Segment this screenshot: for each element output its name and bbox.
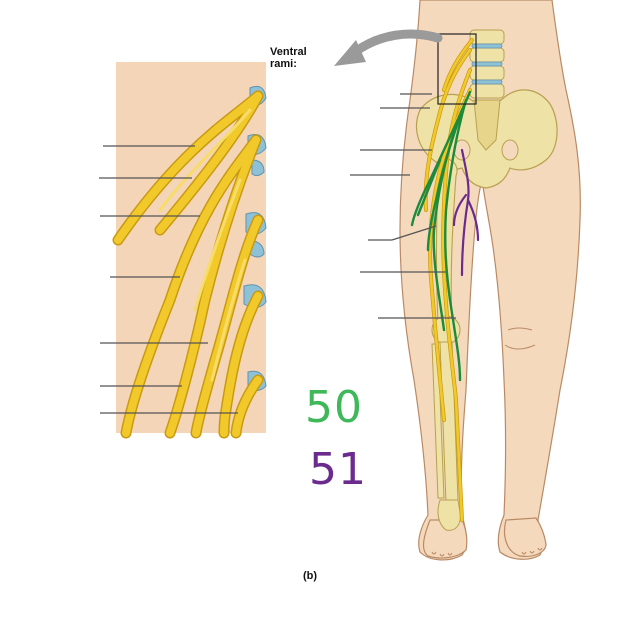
highlight-box [437,33,477,105]
handwritten-number-50: 50 [305,382,363,433]
panel-letter: (b) [303,570,318,582]
curved-arrow-icon [334,29,443,66]
purple-marker-lines [452,148,480,277]
inset-panel [99,62,267,439]
ventral-rami-line-2: rami: [270,58,297,70]
right-foot [422,519,468,559]
handwritten-number-51: 51 [309,444,367,495]
green-marker-lines [410,90,472,382]
ventral-rami-line-1: Ventral [270,46,307,58]
left-foot [503,517,547,557]
femur [435,158,458,323]
ventral-rami-label: Ventral rami: [270,46,307,70]
lumbar-vertebrae [469,29,505,99]
sacrum [473,99,501,151]
body-leader-lines [350,93,456,319]
inset-leader-lines [99,145,238,414]
